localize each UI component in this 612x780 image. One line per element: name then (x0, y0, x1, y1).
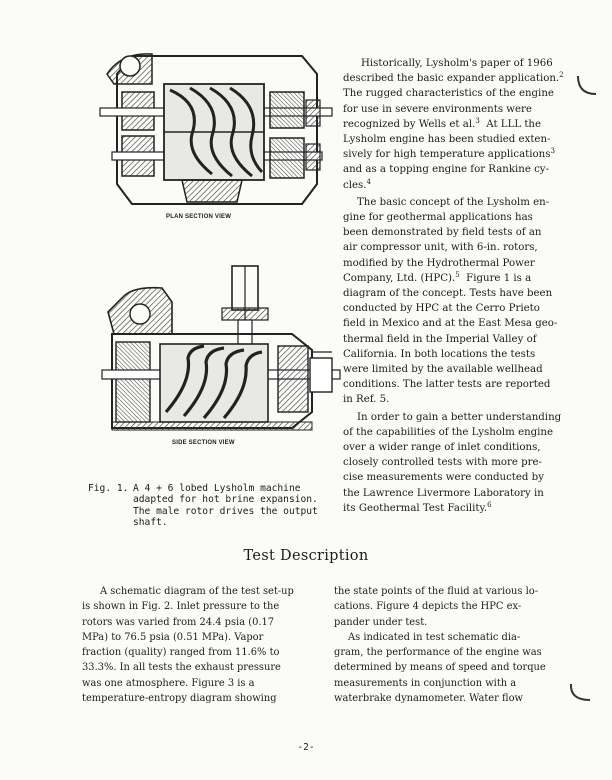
text-span: recognized by Wells et al. (343, 118, 476, 130)
bottom-right-column: the state points of the fluid at various… (334, 584, 570, 706)
paragraph-understanding: In order to gain a better understanding … (343, 410, 571, 516)
text-line: Historically, Lysholm's paper of 1966 (361, 58, 553, 69)
caption-number: Fig. 1. (88, 483, 129, 494)
text-line: rotors was varied from 24.4 psia (0.17 (82, 616, 275, 628)
reference-superscript: 3 (475, 116, 480, 125)
plan-section-svg (99, 53, 333, 205)
text-line: measurements in conjunction with a (334, 677, 517, 689)
text-line: modified by the Hydrothermal Power (343, 257, 535, 269)
caption-line: shaft. (133, 517, 168, 529)
text-line: is shown in Fig. 2. Inlet pressure to th… (82, 601, 280, 613)
bottom-left-column: A schematic diagram of the test set-up i… (82, 584, 322, 706)
text-line: Company, Ltd. (HPC).5 Figure 1 is a (343, 271, 571, 286)
text-line: the state points of the fluid at various… (334, 586, 539, 597)
text-line: in Ref. 5. (343, 394, 390, 406)
text-line: pander under test. (334, 616, 428, 628)
text-line: over a wider range of inlet conditions, (343, 442, 541, 454)
text-line: described the basic expander application… (343, 71, 571, 86)
text-span: described the basic expander application… (343, 73, 560, 85)
binder-hole-mark-bottom (569, 683, 591, 701)
text-line: conditions. The latter tests are reporte… (343, 379, 551, 391)
text-line: been demonstrated by field tests of an (343, 227, 542, 239)
text-line: cise measurements were conducted by (343, 472, 544, 484)
text-line: waterbrake dynamometer. Water flow (334, 693, 523, 705)
text-line: Lysholm engine has been studied exten- (343, 134, 551, 146)
text-line: gine for geothermal applications has (343, 212, 533, 224)
paragraph-historical: Historically, Lysholm's paper of 1966 de… (343, 56, 571, 193)
side-section-drawing: SIDE SECTION VIEW (92, 262, 344, 446)
side-section-label: SIDE SECTION VIEW (172, 440, 235, 446)
plan-section-label: PLAN SECTION VIEW (166, 214, 232, 220)
text-line: its Geothermal Test Facility.6 (343, 501, 571, 516)
text-line: closely controlled tests with more pre- (343, 457, 542, 469)
text-line: A schematic diagram of the test set-up (100, 586, 294, 597)
text-line: gram, the performance of the engine was (334, 647, 542, 659)
text-line: determined by means of speed and torque (334, 662, 546, 674)
reference-superscript: 2 (559, 71, 564, 80)
text-line: the Lawrence Livermore Laboratory in (343, 487, 544, 499)
text-line: field in Mexico and at the East Mesa geo… (343, 318, 558, 330)
text-line: and as a topping engine for Rankine cy- (343, 164, 550, 176)
text-span: Company, Ltd. (HPC). (343, 272, 456, 284)
side-section-svg (101, 265, 341, 431)
text-line: was one atmosphere. Figure 3 is a (82, 677, 255, 689)
right-column: Historically, Lysholm's paper of 1966 de… (343, 56, 571, 516)
text-line: fraction (quality) ranged from 11.6% to (82, 647, 280, 659)
caption-text: A 4 + 6 lobed Lysholm machine adapted fo… (133, 483, 333, 529)
reference-superscript: 4 (366, 177, 371, 186)
text-line: The basic concept of the Lysholm en- (357, 196, 550, 208)
text-line: diagram of the concept. Tests have been (343, 288, 553, 300)
text-line: cations. Figure 4 depicts the HPC ex- (334, 601, 522, 613)
reference-superscript: 6 (487, 500, 492, 509)
caption-line: adapted for hot brine expansion. (133, 494, 318, 506)
text-span: Figure 1 is a (466, 272, 532, 284)
caption-line: The male rotor drives the output (133, 505, 318, 517)
page-number: -2- (297, 742, 315, 753)
text-line: conducted by HPC at the Cerro Prieto (343, 303, 540, 315)
text-line: of the capabilities of the Lysholm engin… (343, 426, 554, 438)
text-line: thermal field in the Imperial Valley of (343, 333, 537, 345)
text-line: MPa) to 76.5 psia (0.51 MPa). Vapor (82, 631, 264, 643)
text-span: At LLL the (486, 118, 542, 130)
text-line: 33.3%. In all tests the exhaust pressure (82, 662, 281, 674)
binder-hole-mark-top (577, 75, 597, 95)
section-heading: Test Description (243, 548, 369, 564)
plan-section-drawing: PLAN SECTION VIEW (92, 44, 340, 220)
paragraph-basic-concept: The basic concept of the Lysholm en- gin… (343, 195, 571, 408)
caption-line: A 4 + 6 lobed Lysholm machine (133, 483, 301, 494)
text-line: sively for high temperature applications… (343, 147, 571, 162)
text-span: cles. (343, 179, 367, 191)
text-line: air compressor unit, with 6-in. rotors, (343, 242, 538, 254)
text-line: were limited by the available wellhead (343, 364, 543, 376)
text-line: cles.4 (343, 178, 571, 193)
text-line: recognized by Wells et al.3 At LLL the (343, 117, 571, 132)
text-line: The rugged characteristics of the engine (343, 88, 554, 100)
text-span: sively for high temperature applications (343, 149, 551, 161)
reference-superscript: 3 (550, 147, 555, 156)
text-line: temperature-entropy diagram showing (82, 693, 277, 705)
text-line: In order to gain a better understanding (357, 411, 562, 423)
reference-superscript: 5 (455, 270, 460, 279)
text-span: its Geothermal Test Facility. (343, 502, 488, 514)
text-line: California. In both locations the tests (343, 348, 536, 360)
text-line: As indicated in test schematic dia- (348, 631, 521, 643)
text-line: for use in severe environments were (343, 103, 532, 115)
